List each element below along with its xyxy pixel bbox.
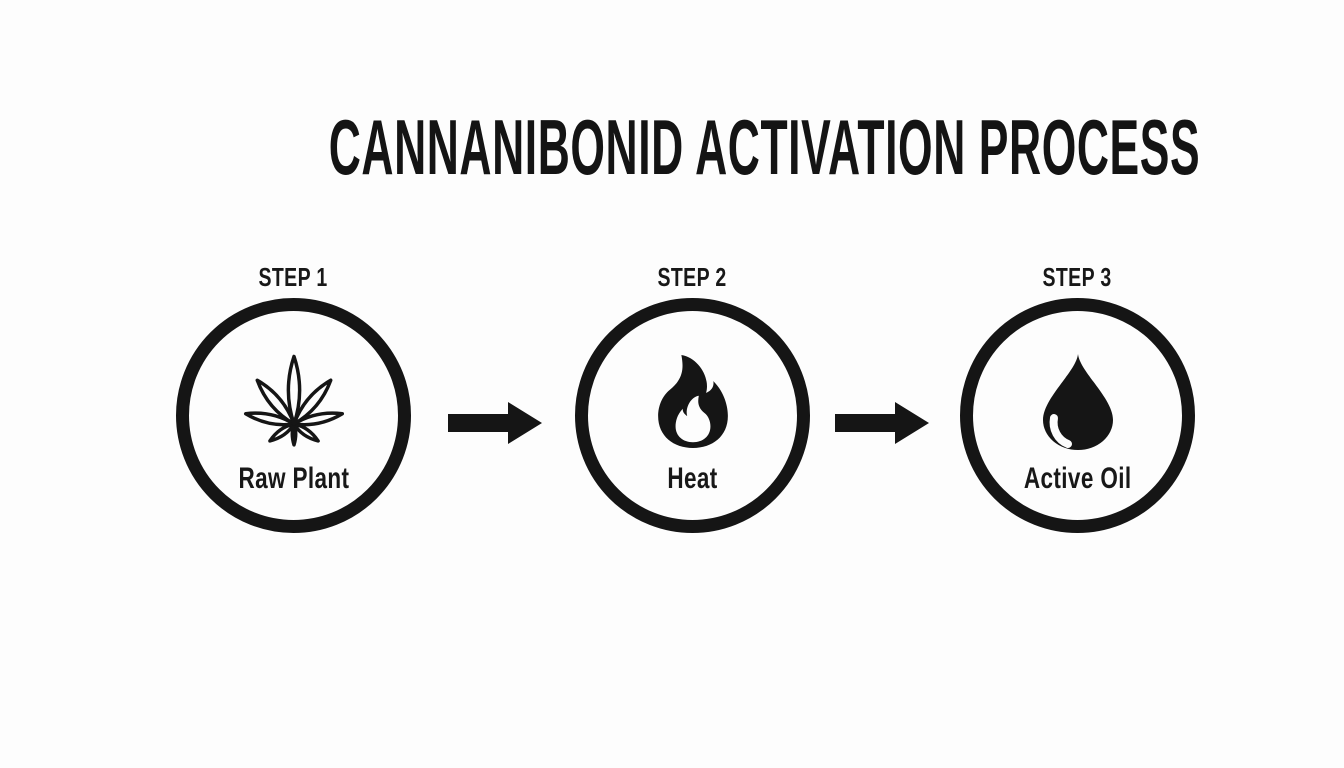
page-title-text: CANNANIBONID ACTIVATION PROCESS bbox=[328, 103, 1201, 191]
step-3-caption: Active Oil bbox=[1023, 462, 1132, 495]
arrow-right-icon bbox=[448, 402, 542, 444]
step-2: STEP 2 Heat bbox=[575, 261, 810, 533]
step-3: STEP 3 Active Oil bbox=[960, 261, 1195, 533]
step-3-icon-box bbox=[1039, 353, 1117, 450]
step-1-caption: Raw Plant bbox=[238, 462, 349, 495]
step-1-icon-box bbox=[242, 353, 346, 450]
page-title: CANNANIBONID ACTIVATION PROCESS bbox=[0, 108, 1344, 186]
droplet-icon bbox=[1042, 353, 1113, 450]
flame-icon bbox=[657, 355, 728, 448]
cannabis-leaf-icon bbox=[243, 354, 344, 447]
step-2-caption: Heat bbox=[667, 462, 718, 495]
step-3-circle: Active Oil bbox=[960, 298, 1195, 533]
step-1-circle: Raw Plant bbox=[176, 298, 411, 533]
step-1-label: STEP 1 bbox=[258, 262, 329, 292]
step-2-icon-box bbox=[657, 353, 728, 450]
arrow-right-icon bbox=[835, 402, 929, 444]
step-1: STEP 1 Raw Plant bbox=[176, 261, 411, 533]
step-3-label: STEP 3 bbox=[1042, 262, 1113, 292]
step-2-circle: Heat bbox=[575, 298, 810, 533]
step-2-label: STEP 2 bbox=[657, 262, 728, 292]
